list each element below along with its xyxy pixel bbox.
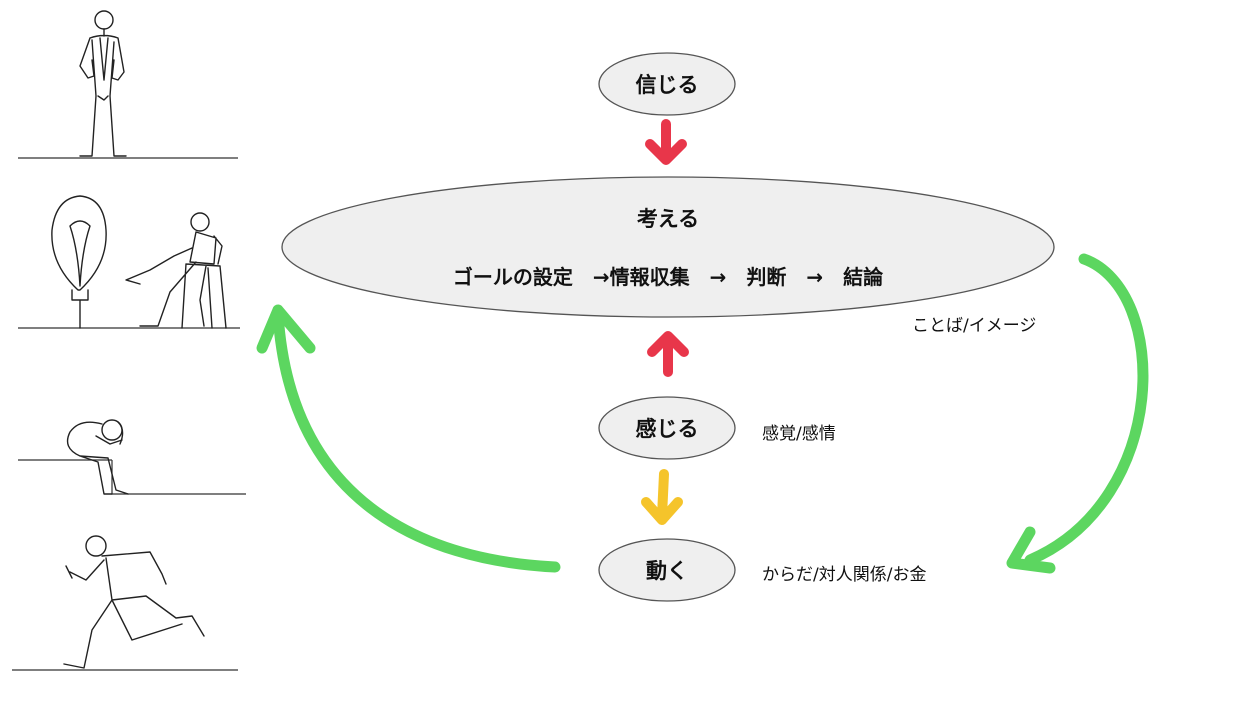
running-man-icon (12, 535, 238, 671)
node-believe-label: 信じる (636, 73, 699, 97)
green-cycle-arrow-left (256, 304, 561, 573)
red-arrow-up-icon (647, 331, 689, 377)
node-act-label: 動く (646, 559, 688, 583)
node-believe: 信じる (598, 52, 736, 116)
node-feel: 感じる (598, 396, 736, 460)
node-think: 考える ゴールの設定 →情報収集 → 判断 → 結論 (281, 176, 1055, 318)
note-act: からだ/対人関係/お金 (762, 565, 926, 585)
lightbulb-thinking-man-icon (18, 195, 240, 329)
yellow-arrow-down-icon (641, 469, 683, 525)
note-think: ことば/イメージ (912, 316, 1036, 336)
node-think-label: 考える (637, 207, 699, 231)
standing-man-icon (18, 10, 238, 159)
node-feel-label: 感じる (636, 417, 699, 441)
green-cycle-arrow-right (1006, 253, 1149, 574)
sitting-head-down-man-icon (18, 419, 246, 495)
note-feel: 感覚/感情 (762, 424, 836, 444)
red-arrow-down-icon (645, 119, 687, 165)
node-act: 動く (598, 538, 736, 602)
think-steps: ゴールの設定 →情報収集 → 判断 → 結論 (453, 265, 884, 289)
